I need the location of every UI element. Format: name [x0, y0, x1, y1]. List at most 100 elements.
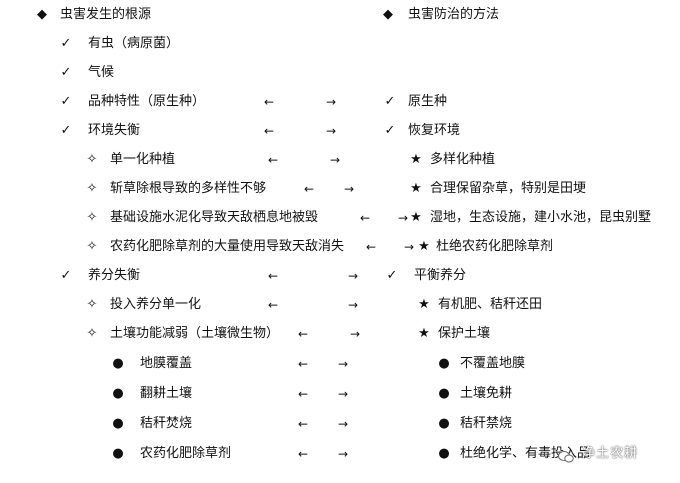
check-icon: ✓ — [384, 94, 396, 109]
bidirectional-arrows: ← → — [264, 120, 336, 142]
star-icon: ★ — [410, 210, 422, 225]
sparkle-icon: ✧ — [86, 210, 98, 225]
bidirectional-arrows: ← → — [304, 178, 354, 200]
method-text: 土壤免耕 — [460, 386, 513, 401]
cause-text: 有虫（病原菌） — [88, 36, 180, 51]
check-icon: ✓ — [60, 36, 72, 51]
watermark: 净土农耕 — [558, 440, 638, 468]
method-text: 秸秆禁烧 — [460, 416, 513, 431]
bidirectional-arrows: ← → — [264, 91, 336, 113]
left-arrow-icon: ← — [366, 240, 377, 254]
method-text: 杜绝农药化肥除草剂 — [436, 239, 554, 254]
check-icon: ✓ — [60, 123, 72, 138]
right-arrow-icon: → — [337, 417, 348, 431]
bidirectional-arrows: ← → — [298, 413, 348, 435]
method-text: 合理保留杂草，特别是田埂 — [430, 181, 587, 196]
left-arrow-icon: ← — [268, 269, 279, 283]
list-item: ✓ 环境失衡 ← → ✓ 恢复环境 — [0, 120, 680, 142]
cause-text: 斩草除根导致的多样性不够 — [110, 181, 267, 196]
left-arrow-icon: ← — [298, 357, 309, 371]
bidirectional-arrows: ← → — [268, 294, 358, 316]
dot-icon: ● — [438, 386, 450, 401]
method-text: 湿地，生态设施，建小水池，昆虫别墅 — [430, 210, 652, 225]
method-text: 多样化种植 — [430, 152, 496, 167]
cause-text: 农药化肥除草剂 — [140, 446, 232, 461]
star-icon: ★ — [418, 239, 430, 254]
left-arrow-icon: ← — [268, 153, 279, 167]
check-icon: ✓ — [60, 65, 72, 80]
header-row: ◆ 虫害发生的根源 ◆ 虫害防治的方法 — [0, 4, 680, 26]
left-arrow-icon: ← — [298, 447, 309, 461]
right-arrow-icon: → — [337, 387, 348, 401]
right-arrow-icon: → — [347, 298, 358, 312]
dot-icon: ● — [438, 416, 450, 431]
dot-icon: ● — [438, 446, 450, 461]
right-arrow-icon: → — [349, 327, 360, 341]
methods-heading: 虫害防治的方法 — [408, 7, 500, 22]
cause-text: 地膜覆盖 — [140, 356, 193, 371]
sparkle-icon: ✧ — [86, 239, 98, 254]
check-icon: ✓ — [60, 94, 72, 109]
bidirectional-arrows: ← → — [298, 353, 348, 375]
cause-text: 土壤功能减弱（土壤微生物） — [110, 326, 280, 341]
list-item: ● 秸秆焚烧 ← → ● 秸秆禁烧 — [0, 413, 680, 435]
cause-text: 气候 — [88, 65, 115, 80]
cause-text: 基础设施水泥化导致天敌栖息地被毁 — [110, 210, 319, 225]
dot-icon: ● — [112, 416, 124, 431]
dot-icon: ● — [112, 356, 124, 371]
left-arrow-icon: ← — [264, 95, 275, 109]
dot-icon: ● — [112, 386, 124, 401]
cause-text: 单一化种植 — [110, 152, 176, 167]
left-arrow-icon: ← — [304, 182, 315, 196]
method-text: 杜绝化学、有毒投入品 — [460, 446, 591, 461]
right-arrow-icon: → — [337, 357, 348, 371]
method-text: 保护土壤 — [438, 326, 491, 341]
star-icon: ★ — [410, 152, 422, 167]
right-arrow-icon: → — [329, 153, 340, 167]
star-icon: ★ — [410, 181, 422, 196]
sparkle-icon: ✧ — [86, 297, 98, 312]
left-arrow-icon: ← — [298, 387, 309, 401]
left-arrow-icon: ← — [360, 211, 371, 225]
list-item: ● 地膜覆盖 ← → ● 不覆盖地膜 — [0, 353, 680, 375]
left-arrow-icon: ← — [264, 124, 275, 138]
cause-text: 养分失衡 — [88, 268, 141, 283]
right-arrow-icon: → — [325, 95, 336, 109]
star-icon: ★ — [418, 326, 430, 341]
list-item: ● 农药化肥除草剂 ← → ● 杜绝化学、有毒投入品 — [0, 443, 680, 465]
bidirectional-arrows: ← → — [268, 149, 340, 171]
bidirectional-arrows: ← → — [366, 236, 414, 258]
method-text: 恢复环境 — [408, 123, 461, 138]
method-text: 有机肥、秸秆还田 — [438, 297, 543, 312]
right-arrow-icon: → — [325, 124, 336, 138]
list-item: ✧ 单一化种植 ← → ★ 多样化种植 — [0, 149, 680, 171]
list-item: ✧ 农药化肥除草剂的大量使用导致天敌消失 ← → ★ 杜绝农药化肥除草剂 — [0, 236, 680, 258]
chat-bubble-icon — [558, 447, 574, 462]
cause-text: 秸秆焚烧 — [140, 416, 193, 431]
list-item: ✓ 气候 — [0, 62, 680, 84]
left-arrow-icon: ← — [298, 327, 309, 341]
right-arrow-icon: → — [347, 269, 358, 283]
star-icon: ★ — [418, 297, 430, 312]
sparkle-icon: ✧ — [86, 326, 98, 341]
list-item: ● 翻耕土壤 ← → ● 土壤免耕 — [0, 383, 680, 405]
list-item: ✓ 养分失衡 ← → ✓ 平衡养分 — [0, 265, 680, 287]
diamond-icon: ◆ — [383, 7, 393, 22]
sparkle-icon: ✧ — [86, 181, 98, 196]
watermark-text: 净土农耕 — [582, 446, 639, 461]
cause-text: 翻耕土壤 — [140, 386, 193, 401]
check-icon: ✓ — [60, 268, 72, 283]
sparkle-icon: ✧ — [86, 152, 98, 167]
right-arrow-icon: → — [337, 447, 348, 461]
method-text: 不覆盖地膜 — [460, 356, 526, 371]
list-item: ✧ 投入养分单一化 ← → ★ 有机肥、秸秆还田 — [0, 294, 680, 316]
bidirectional-arrows: ← → — [268, 265, 358, 287]
bidirectional-arrows: ← → — [298, 443, 348, 465]
check-icon: ✓ — [386, 268, 398, 283]
diamond-icon: ◆ — [37, 7, 47, 22]
right-arrow-icon: → — [343, 182, 354, 196]
list-item: ✧ 基础设施水泥化导致天敌栖息地被毁 ← → ★ 湿地，生态设施，建小水池，昆虫… — [0, 207, 680, 229]
cause-text: 农药化肥除草剂的大量使用导致天敌消失 — [110, 239, 345, 254]
right-arrow-icon: → — [397, 211, 408, 225]
list-item: ✧ 土壤功能减弱（土壤微生物） ← → ★ 保护土壤 — [0, 323, 680, 345]
